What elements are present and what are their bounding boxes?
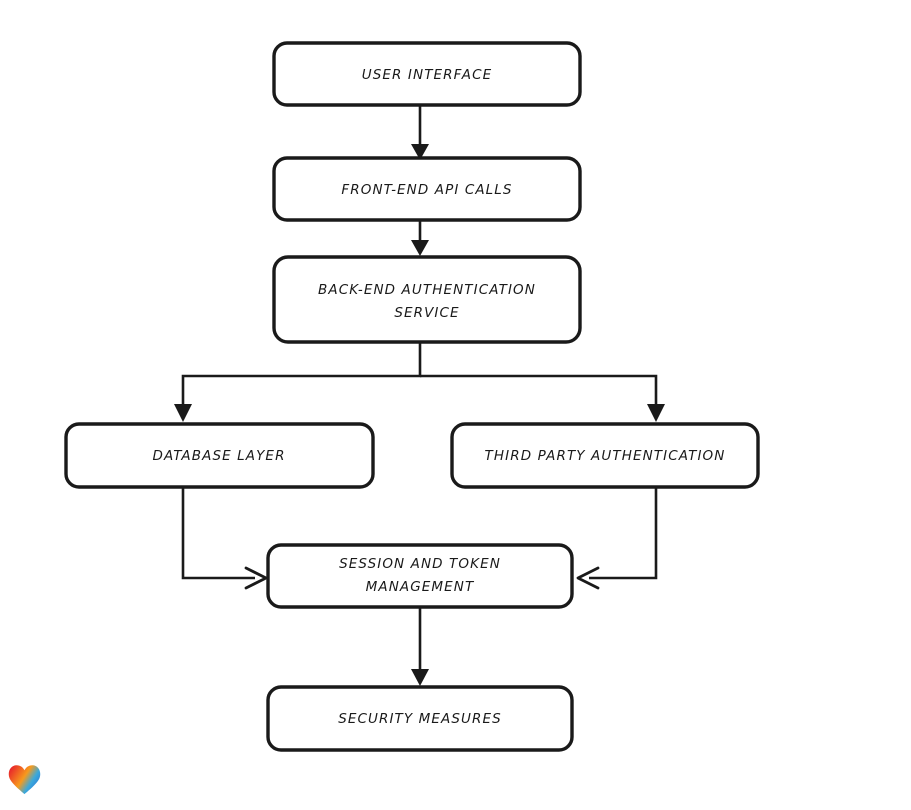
edge-api-to-backend xyxy=(411,220,429,256)
node-security-measures[interactable]: SECURITY MEASURES xyxy=(266,685,574,752)
node-third-party-authentication[interactable]: THIRD PARTY AUTHENTICATION xyxy=(450,422,760,489)
node-back-end-authentication-service[interactable]: BACK-END AUTHENTICATION SERVICE xyxy=(272,255,582,344)
node-label-back-end-authentication-line1: BACK-END AUTHENTICATION xyxy=(318,282,536,298)
node-label-session-token-line2: MANAGEMENT xyxy=(366,579,475,595)
node-label-back-end-authentication-line2: SERVICE xyxy=(394,305,459,321)
edge-third-party-to-session xyxy=(576,487,658,590)
node-session-and-token-management[interactable]: SESSION AND TOKEN MANAGEMENT xyxy=(266,543,574,609)
edge-session-to-security xyxy=(411,607,429,686)
edge-backend-to-third-party xyxy=(420,374,665,422)
edge-backend-to-database xyxy=(174,342,422,422)
node-label-database-layer: DATABASE LAYER xyxy=(152,448,285,464)
connector-group xyxy=(174,105,665,686)
node-user-interface[interactable]: USER INTERFACE xyxy=(272,41,582,107)
node-label-session-token-line1: SESSION AND TOKEN xyxy=(339,556,501,572)
node-database-layer[interactable]: DATABASE LAYER xyxy=(64,422,375,489)
node-label-third-party-authentication: THIRD PARTY AUTHENTICATION xyxy=(485,448,726,464)
node-front-end-api-calls[interactable]: FRONT-END API CALLS xyxy=(272,156,582,222)
edge-ui-to-api xyxy=(411,105,429,160)
heart-icon xyxy=(8,765,41,795)
node-label-front-end-api-calls: FRONT-END API CALLS xyxy=(341,182,512,198)
edge-database-to-session xyxy=(181,487,268,590)
node-label-security-measures: SECURITY MEASURES xyxy=(338,711,502,727)
node-label-user-interface: USER INTERFACE xyxy=(362,67,492,83)
